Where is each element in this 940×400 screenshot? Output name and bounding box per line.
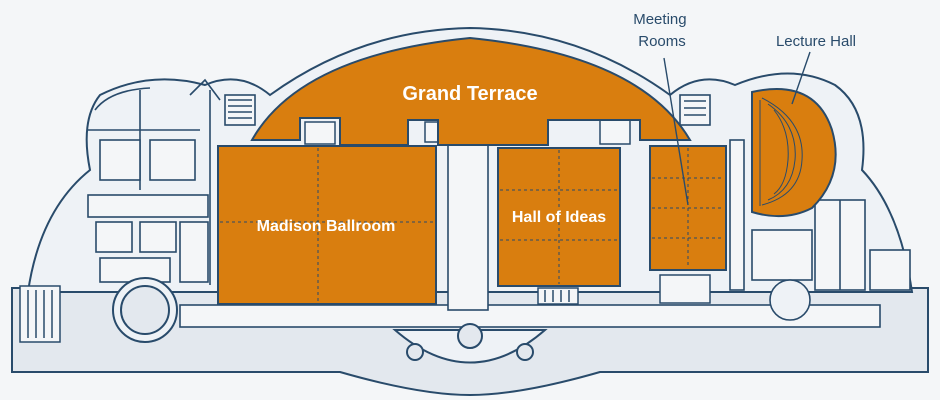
label-lecture-hall: Lecture Hall bbox=[776, 33, 856, 50]
corridors bbox=[179, 139, 881, 328]
hall-dividers bbox=[500, 150, 618, 284]
leader-lines bbox=[663, 51, 811, 206]
meeting-rooms-leader bbox=[663, 57, 689, 206]
lecture-seating bbox=[759, 97, 803, 206]
label-madison-ballroom: Madison Ballroom bbox=[257, 218, 396, 235]
label-grand-terrace: Grand Terrace bbox=[402, 83, 537, 105]
labels: Grand Terrace Madison Ballroom Hall of I… bbox=[257, 11, 856, 235]
ballroom-dividers bbox=[220, 148, 434, 302]
label-meeting-rooms-line1: Meeting bbox=[633, 11, 686, 28]
room-lecture-hall[interactable] bbox=[751, 88, 837, 218]
room-grand-terrace[interactable] bbox=[250, 36, 692, 146]
rooms bbox=[217, 36, 837, 305]
label-meeting-rooms: Meeting Rooms bbox=[633, 11, 691, 50]
right-wing bbox=[679, 94, 911, 321]
room-madison-ballroom[interactable] bbox=[217, 145, 437, 305]
label-hall-of-ideas: Hall of Ideas bbox=[512, 209, 606, 226]
left-wing bbox=[87, 78, 256, 285]
left-entrance bbox=[19, 285, 61, 343]
left-rotunda bbox=[112, 277, 178, 343]
label-meeting-rooms-line2: Rooms bbox=[638, 33, 686, 50]
lecture-hall-leader bbox=[791, 51, 811, 105]
center-rotunda bbox=[392, 323, 548, 364]
meeting-dividers bbox=[652, 148, 724, 268]
